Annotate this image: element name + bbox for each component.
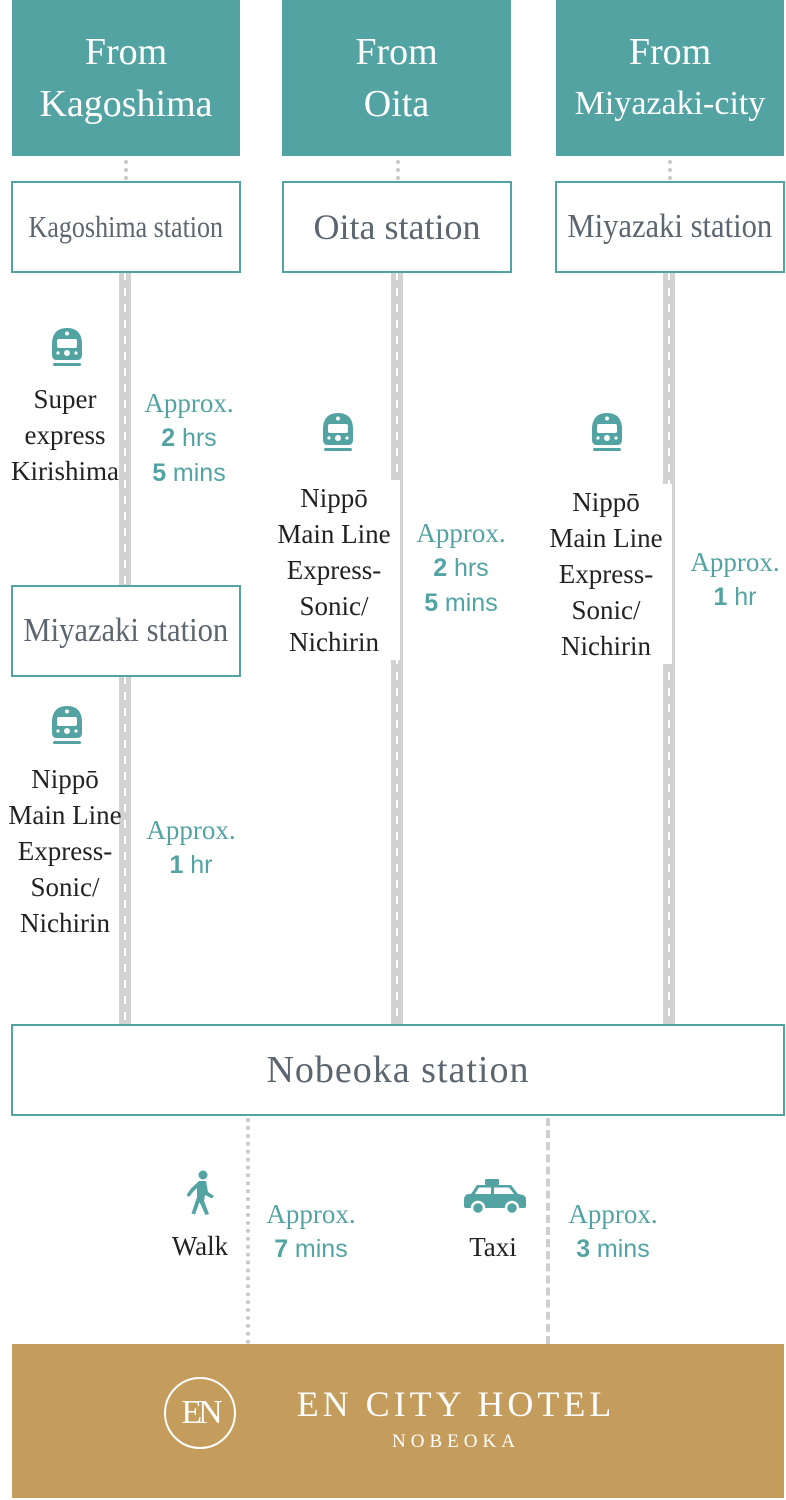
station-label: Nobeoka station — [266, 1049, 530, 1091]
taxi-time: Approx. 3 mins — [558, 1197, 668, 1266]
origin-miyazaki-city: From Miyazaki-city — [556, 0, 784, 156]
station-label: Miyazaki station — [23, 612, 229, 649]
duration-hours: 1 hr — [169, 851, 213, 879]
origin-name: Miyazaki-city — [574, 85, 766, 122]
approx-label: Approx. — [416, 518, 506, 548]
train-line-label: Nippō Main Line Express- Sonic/ Nichirin — [8, 764, 122, 938]
train-icon — [589, 411, 625, 453]
train-line-label: Nippō Main Line Express- Sonic/ Nichirin — [268, 480, 400, 660]
approx-label: Approx. — [690, 547, 780, 577]
station-label: Miyazaki station — [567, 208, 773, 245]
station-nobeoka: Nobeoka station — [11, 1024, 785, 1116]
duration-minutes: 5 mins — [424, 589, 498, 617]
hotel-city: NOBEOKA — [392, 1431, 520, 1452]
taxi-icon — [463, 1178, 527, 1216]
train-icon — [49, 704, 85, 746]
connector-dots — [124, 160, 128, 180]
origin-oita: From Oita — [282, 0, 511, 156]
approx-label: Approx. — [266, 1199, 356, 1229]
hotel-name: EN CITY HOTEL — [296, 1384, 616, 1424]
approx-label: Approx. — [146, 815, 236, 845]
hotel-logo-emblem: EN — [164, 1377, 236, 1449]
hotel-banner: EN EN CITY HOTEL NOBEOKA — [12, 1344, 784, 1498]
duration-hours: 2 hrs — [161, 424, 217, 452]
station-label: Oita station — [313, 207, 481, 247]
approx-label: Approx. — [568, 1199, 658, 1229]
walk-path-dots — [246, 1118, 250, 1344]
connector-dots — [668, 160, 672, 180]
station-label: Kagoshima station — [28, 209, 224, 244]
origin-kagoshima: From Kagoshima — [12, 0, 240, 156]
walk-label: Walk — [171, 1231, 229, 1261]
station-oita: Oita station — [282, 181, 512, 273]
station-kagoshima: Kagoshima station — [11, 181, 241, 273]
train-icon — [320, 411, 356, 453]
walk-time: Approx. 7 mins — [256, 1197, 366, 1266]
duration-minutes: 5 mins — [152, 459, 226, 487]
train-line-label: Nippō Main Line Express- Sonic/ Nichirin — [540, 484, 672, 664]
duration-minutes: 7 mins — [274, 1235, 348, 1263]
origin-prefix: From — [355, 31, 438, 73]
station-miyazaki-top: Miyazaki station — [555, 181, 785, 273]
duration-minutes: 3 mins — [576, 1235, 650, 1263]
origin-prefix: From — [84, 31, 168, 73]
rail-track — [119, 676, 131, 1024]
train-line-label: Super express Kirishima — [11, 384, 119, 486]
origin-name: Kagoshima — [39, 83, 213, 125]
travel-time: Approx. 2 hrs 5 mins — [134, 386, 244, 490]
origin-prefix: From — [628, 31, 712, 73]
taxi-label: Taxi — [469, 1232, 517, 1262]
taxi-path-dashes — [546, 1118, 550, 1344]
origin-name: Oita — [363, 83, 430, 125]
connector-dots — [396, 160, 400, 180]
duration-hours: 1 hr — [713, 583, 757, 611]
travel-time: Approx. 2 hrs 5 mins — [406, 516, 516, 620]
approx-label: Approx. — [144, 388, 234, 418]
hotel-logo-monogram: EN — [181, 1394, 222, 1431]
travel-time: Approx. 1 hr — [680, 545, 786, 614]
walking-person-icon — [185, 1170, 217, 1216]
rail-track — [119, 272, 131, 586]
travel-time: Approx. 1 hr — [136, 813, 246, 882]
station-miyazaki-mid: Miyazaki station — [11, 585, 241, 677]
duration-hours: 2 hrs — [433, 554, 489, 582]
train-icon — [49, 326, 85, 368]
